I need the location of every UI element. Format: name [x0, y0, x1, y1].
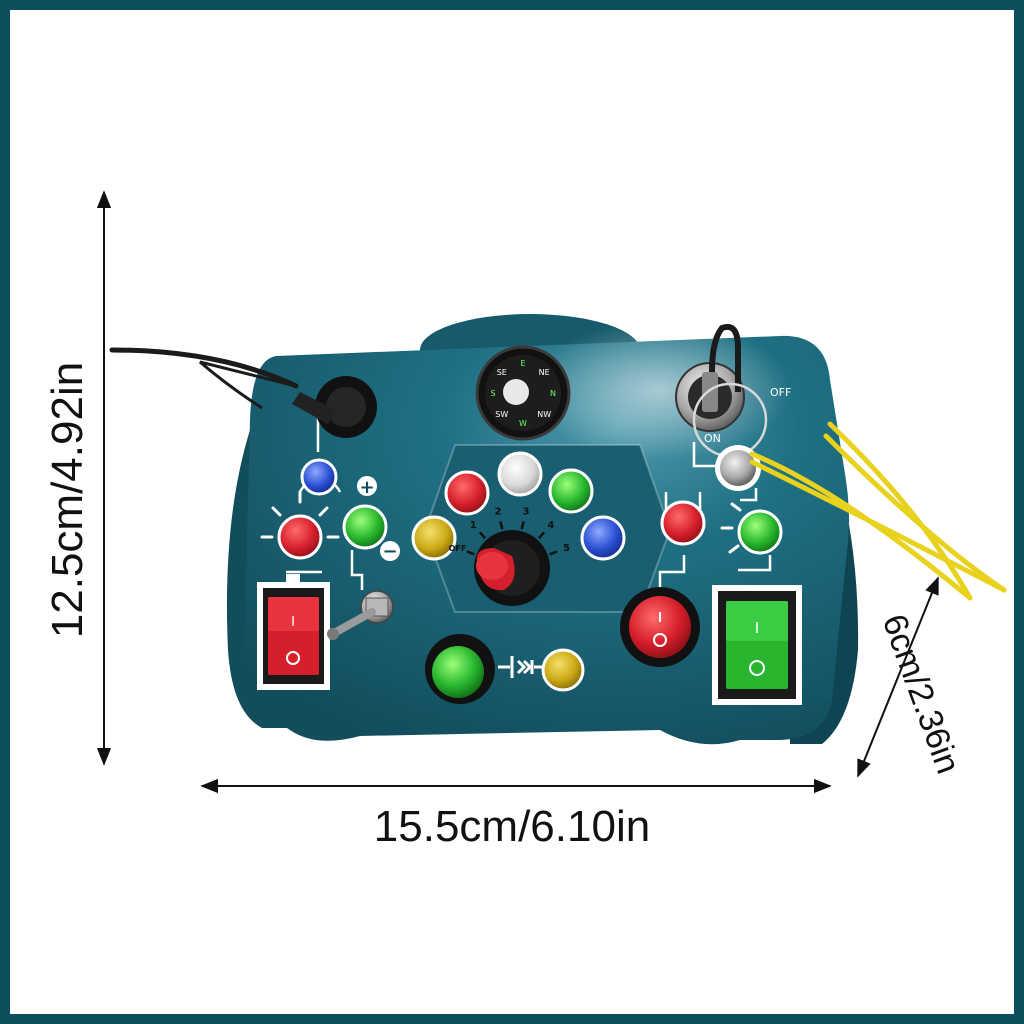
green-led-right[interactable] — [720, 502, 783, 555]
key-label-off: OFF — [770, 386, 791, 399]
power-jack[interactable] — [292, 376, 377, 438]
width-dimension-label: 15.5cm/6.10in — [373, 802, 651, 851]
battery-symbol — [498, 656, 546, 678]
red-led-right[interactable] — [660, 500, 706, 546]
green-push-button[interactable] — [425, 634, 495, 704]
dial-ticks — [466, 521, 558, 556]
compass-letter: E — [520, 359, 525, 368]
power-cable-loop — [199, 360, 297, 410]
dial-tick — [520, 521, 525, 530]
plus-sign: + — [357, 476, 377, 498]
svg-text:+: + — [359, 477, 374, 498]
yellow-cords — [749, 421, 1007, 601]
key-switch[interactable]: OFF ON — [675, 324, 791, 458]
dial-tick — [478, 531, 487, 540]
dial-tick — [466, 550, 475, 556]
dial-numbers: OFF 1 2 3 4 5 — [449, 507, 570, 555]
power-cable — [109, 347, 299, 389]
dial-number: 3 — [523, 507, 530, 518]
red-rocker-switch[interactable]: I — [257, 574, 330, 690]
minus-sign: − — [380, 541, 400, 562]
compass-letter: N — [550, 389, 556, 398]
key-label-on: ON — [704, 432, 721, 445]
green-led-left[interactable] — [342, 504, 388, 550]
busy-board: NW W SW S SE E NE N + — [109, 314, 1007, 745]
yellow-led-bottom[interactable] — [541, 648, 585, 692]
compass-letter: S — [490, 389, 495, 398]
dial-tick — [499, 521, 504, 530]
blue-led[interactable] — [300, 458, 338, 496]
red-led-dial[interactable] — [444, 470, 490, 516]
svg-text:I: I — [291, 615, 295, 630]
compass-letter: NE — [539, 368, 550, 377]
red-push-button[interactable] — [620, 587, 700, 667]
dial-number: 5 — [563, 543, 570, 554]
dial-number: OFF — [449, 544, 467, 553]
compass-letter: SW — [495, 410, 508, 419]
red-led-sun[interactable] — [260, 490, 340, 560]
toggle-switch[interactable] — [327, 590, 394, 640]
height-dimension-label: 12.5cm/4.92in — [43, 361, 92, 639]
green-led-dial[interactable] — [548, 468, 594, 514]
compass-letter: W — [519, 419, 527, 428]
rotary-dial[interactable] — [466, 521, 558, 606]
svg-text:I: I — [755, 619, 759, 637]
blue-led-dial[interactable] — [580, 515, 626, 561]
dial-tick — [537, 531, 546, 540]
svg-text:−: − — [382, 541, 397, 562]
dial-tick — [549, 550, 558, 556]
dimension-arrows — [96, 190, 939, 794]
dial-number: 2 — [495, 507, 502, 518]
compass-letter: NW — [537, 410, 551, 419]
green-rocker-switch[interactable]: I — [712, 585, 802, 705]
dial-number: 4 — [547, 520, 554, 531]
compass: NW W SW S SE E NE N — [475, 345, 571, 441]
depth-arrow — [857, 576, 939, 778]
compass-letter: SE — [497, 368, 507, 377]
white-led-dial[interactable] — [497, 451, 543, 497]
compass-letters: NW W SW S SE E NE N — [490, 359, 556, 428]
metal-knob[interactable] — [715, 445, 761, 491]
yellow-led-dial[interactable] — [411, 515, 457, 561]
dial-number: 1 — [470, 520, 477, 531]
